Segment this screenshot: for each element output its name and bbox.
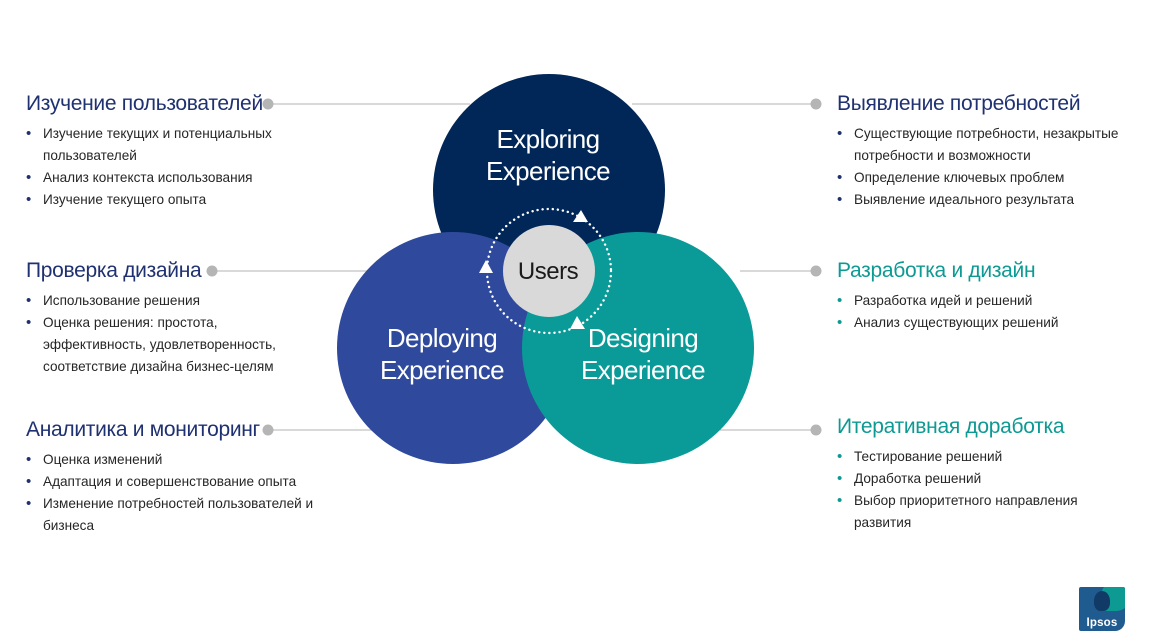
connector-lines bbox=[206, 98, 822, 436]
list-item: •Изучение текущего опыта bbox=[26, 189, 286, 211]
bullet-list: •Изучение текущих и потенциальных пользо… bbox=[26, 123, 286, 211]
bullet-list: •Оценка изменений •Адаптация и совершенс… bbox=[26, 449, 316, 537]
list-item: •Изучение текущих и потенциальных пользо… bbox=[26, 125, 272, 163]
bullet-icon: • bbox=[837, 169, 843, 186]
logo-text: Ipsos bbox=[1086, 617, 1118, 629]
deploying-label-line2: Experience bbox=[380, 355, 504, 385]
designing-label-line1: Designing bbox=[588, 323, 698, 353]
bullet-icon: • bbox=[26, 191, 32, 208]
block-analytics-monitoring: Аналитика и мониторинг •Оценка изменений… bbox=[26, 417, 316, 537]
list-item: •Выбор приоритетного направления развити… bbox=[837, 492, 1078, 530]
connector-dot-right-bot bbox=[810, 424, 822, 436]
block-needs-discovery: Выявление потребностей •Существующие пот… bbox=[837, 91, 1127, 211]
list-item: •Анализ существующих решений bbox=[837, 312, 1127, 334]
bullet-icon: • bbox=[26, 125, 32, 142]
list-item: •Доработка решений bbox=[837, 468, 1097, 490]
exploring-label-line1: Exploring bbox=[497, 124, 600, 154]
block-title: Изучение пользователей bbox=[26, 92, 263, 115]
block-user-research: Изучение пользователей •Изучение текущих… bbox=[26, 91, 286, 211]
connector-dot-right-mid bbox=[810, 265, 822, 277]
list-item: •Выявление идеального результата bbox=[837, 189, 1127, 211]
bullet-icon: • bbox=[837, 191, 843, 208]
block-development-design: Разработка и дизайн •Разработка идей и р… bbox=[837, 258, 1127, 334]
block-title: Аналитика и мониторинг bbox=[26, 418, 260, 441]
bullet-list: •Существующие потребности, незакрытые по… bbox=[837, 123, 1127, 211]
bullet-list: •Использование решения •Оценка решения: … bbox=[26, 290, 301, 378]
bullet-icon: • bbox=[837, 492, 843, 509]
deploying-label-line1: Deploying bbox=[387, 323, 497, 353]
list-item: •Существующие потребности, незакрытые по… bbox=[837, 125, 1119, 163]
connector-dot-left-bot bbox=[262, 424, 274, 436]
bullet-icon: • bbox=[837, 448, 843, 465]
bullet-icon: • bbox=[837, 470, 843, 487]
list-item: •Оценка решения: простота, эффективность… bbox=[26, 314, 276, 374]
list-item: •Адаптация и совершенствование опыта bbox=[26, 471, 316, 493]
list-item: •Разработка идей и решений bbox=[837, 290, 1127, 312]
list-item: •Использование решения bbox=[26, 290, 301, 312]
cycle-arrow-bottom-icon bbox=[570, 316, 585, 329]
connector-dot-left-top bbox=[262, 98, 274, 110]
bullet-icon: • bbox=[26, 451, 32, 468]
ipsos-logo-icon: Ipsos bbox=[1079, 587, 1125, 631]
list-item: •Анализ контекста использования bbox=[26, 167, 286, 189]
list-item: •Изменение потребностей пользователей и … bbox=[26, 495, 314, 533]
bullet-list: •Тестирование решений •Доработка решений… bbox=[837, 446, 1097, 534]
cycle-arrow-left-icon bbox=[479, 260, 493, 273]
block-title: Проверка дизайна bbox=[26, 259, 202, 282]
bullet-list: •Разработка идей и решений •Анализ сущес… bbox=[837, 290, 1127, 334]
block-iterative-refinement: Итеративная доработка •Тестирование реше… bbox=[837, 414, 1097, 534]
bullet-icon: • bbox=[26, 495, 32, 512]
list-item: •Тестирование решений bbox=[837, 446, 1097, 468]
block-title: Выявление потребностей bbox=[837, 92, 1081, 115]
exploring-label-line2: Experience bbox=[486, 156, 610, 186]
block-title: Итеративная доработка bbox=[837, 415, 1065, 438]
bullet-icon: • bbox=[26, 169, 32, 186]
bullet-icon: • bbox=[26, 473, 32, 490]
list-item: •Определение ключевых проблем bbox=[837, 167, 1127, 189]
block-title: Разработка и дизайн bbox=[837, 259, 1036, 282]
connector-dot-left-mid bbox=[206, 265, 218, 277]
users-circle bbox=[503, 225, 595, 317]
block-design-validation: Проверка дизайна •Использование решения … bbox=[26, 258, 301, 378]
bullet-icon: • bbox=[26, 314, 32, 331]
bullet-icon: • bbox=[26, 292, 32, 309]
bullet-icon: • bbox=[837, 314, 843, 331]
cycle-arrow-top-icon bbox=[573, 210, 588, 222]
users-label: Users bbox=[518, 258, 579, 285]
logo-head-shape bbox=[1094, 591, 1110, 611]
bullet-icon: • bbox=[837, 125, 843, 142]
list-item: •Оценка изменений bbox=[26, 449, 316, 471]
bullet-icon: • bbox=[837, 292, 843, 309]
connector-dot-right-top bbox=[810, 98, 822, 110]
designing-label-line2: Experience bbox=[581, 355, 705, 385]
